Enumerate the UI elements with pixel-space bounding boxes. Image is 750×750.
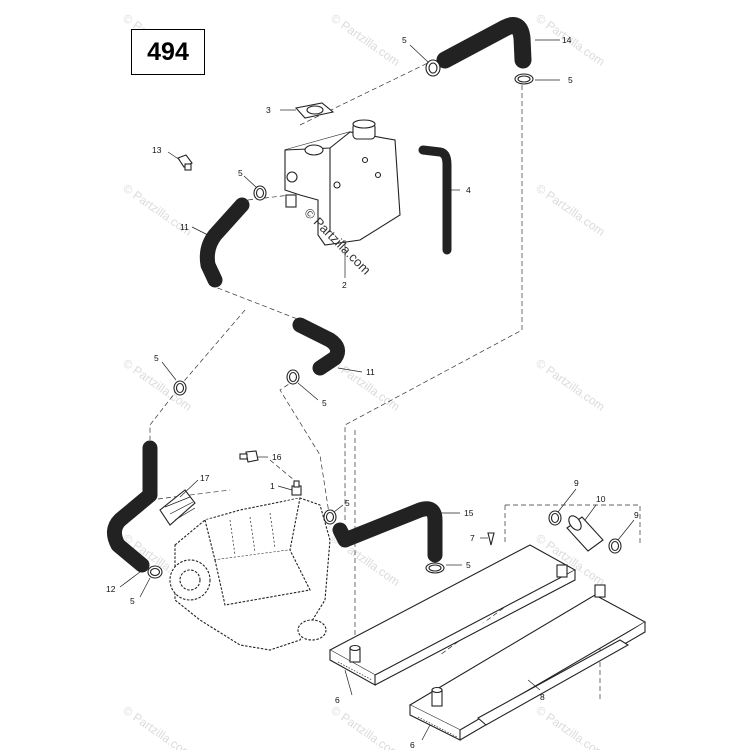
callout-5: 5 bbox=[238, 168, 243, 178]
watermark: © Partzilla.com bbox=[533, 181, 607, 239]
callout-9: 9 bbox=[634, 510, 639, 520]
callout-5: 5 bbox=[466, 560, 471, 570]
hose-part-11[interactable] bbox=[292, 317, 346, 376]
callout-12: 12 bbox=[106, 584, 116, 594]
callout-16: 16 bbox=[272, 452, 282, 462]
watermark: © Partzilla.com bbox=[533, 356, 607, 414]
callout-5: 5 bbox=[322, 398, 327, 408]
callout-17: 17 bbox=[200, 473, 210, 483]
page-reference-box: 494 bbox=[131, 29, 205, 75]
callout-5: 5 bbox=[130, 596, 135, 606]
callout-6: 6 bbox=[335, 695, 340, 705]
boot-part-17[interactable] bbox=[159, 489, 196, 526]
callout-5: 5 bbox=[402, 35, 407, 45]
callout-8: 8 bbox=[540, 692, 545, 702]
strip-part-8[interactable] bbox=[477, 639, 630, 726]
engine-block[interactable] bbox=[169, 497, 331, 651]
callout-labels: 5 14 5 3 13 5 4 11 2 11 5 5 16 17 1 5 15… bbox=[106, 35, 639, 750]
callout-2: 2 bbox=[342, 280, 347, 290]
callout-15: 15 bbox=[464, 508, 474, 518]
watermark: © Partzilla.com bbox=[533, 703, 607, 750]
callout-4: 4 bbox=[466, 185, 471, 195]
clamp-part-5[interactable] bbox=[173, 380, 187, 396]
page-reference-number: 494 bbox=[147, 37, 189, 66]
clamp-part-5[interactable] bbox=[147, 565, 163, 579]
callout-14: 14 bbox=[562, 35, 572, 45]
watermark: © Partzilla.com bbox=[328, 703, 402, 750]
callout-10: 10 bbox=[596, 494, 606, 504]
clamp-part-5[interactable] bbox=[425, 59, 441, 77]
sensor-part-16[interactable] bbox=[239, 450, 259, 463]
reservoir-tank-part-2[interactable] bbox=[284, 119, 401, 246]
assembly-lines bbox=[149, 59, 641, 700]
clamp-part-5[interactable] bbox=[514, 73, 534, 85]
hose-part-12[interactable] bbox=[107, 440, 158, 573]
callout-11: 11 bbox=[180, 222, 189, 232]
sensor-part-13[interactable] bbox=[177, 154, 193, 171]
leader-lines bbox=[119, 39, 635, 741]
clamp-part-5[interactable] bbox=[323, 509, 337, 525]
callout-9: 9 bbox=[574, 478, 579, 488]
hose-part-11[interactable] bbox=[199, 197, 250, 288]
callout-11: 11 bbox=[366, 367, 375, 377]
clamp-part-9[interactable] bbox=[548, 510, 562, 526]
callout-7: 7 bbox=[470, 533, 475, 543]
cap-part-3[interactable] bbox=[294, 102, 335, 119]
callout-13: 13 bbox=[152, 145, 162, 155]
callout-1: 1 bbox=[270, 481, 275, 491]
watermark: © Partzilla.com bbox=[120, 703, 194, 750]
watermark: © Partzilla.com bbox=[328, 356, 402, 414]
callout-5: 5 bbox=[154, 353, 159, 363]
screw-part-7[interactable] bbox=[487, 532, 495, 546]
watermark: © Partzilla.com bbox=[328, 11, 402, 69]
callout-5: 5 bbox=[345, 498, 350, 508]
callout-3: 3 bbox=[266, 105, 271, 115]
heat-exchanger-part-6[interactable] bbox=[328, 544, 577, 686]
tube-part-4[interactable] bbox=[418, 145, 452, 255]
hose-part-14[interactable] bbox=[436, 17, 532, 69]
clamp-part-5[interactable] bbox=[425, 562, 445, 574]
connector-tube-part-10[interactable] bbox=[566, 514, 604, 552]
clamp-part-5[interactable] bbox=[253, 185, 267, 201]
callout-6: 6 bbox=[410, 740, 415, 750]
clamp-part-9[interactable] bbox=[608, 538, 622, 554]
hose-part-15[interactable] bbox=[332, 501, 443, 563]
callout-5: 5 bbox=[568, 75, 573, 85]
clamp-part-5[interactable] bbox=[286, 369, 300, 385]
fitting-part-1[interactable] bbox=[291, 480, 302, 496]
